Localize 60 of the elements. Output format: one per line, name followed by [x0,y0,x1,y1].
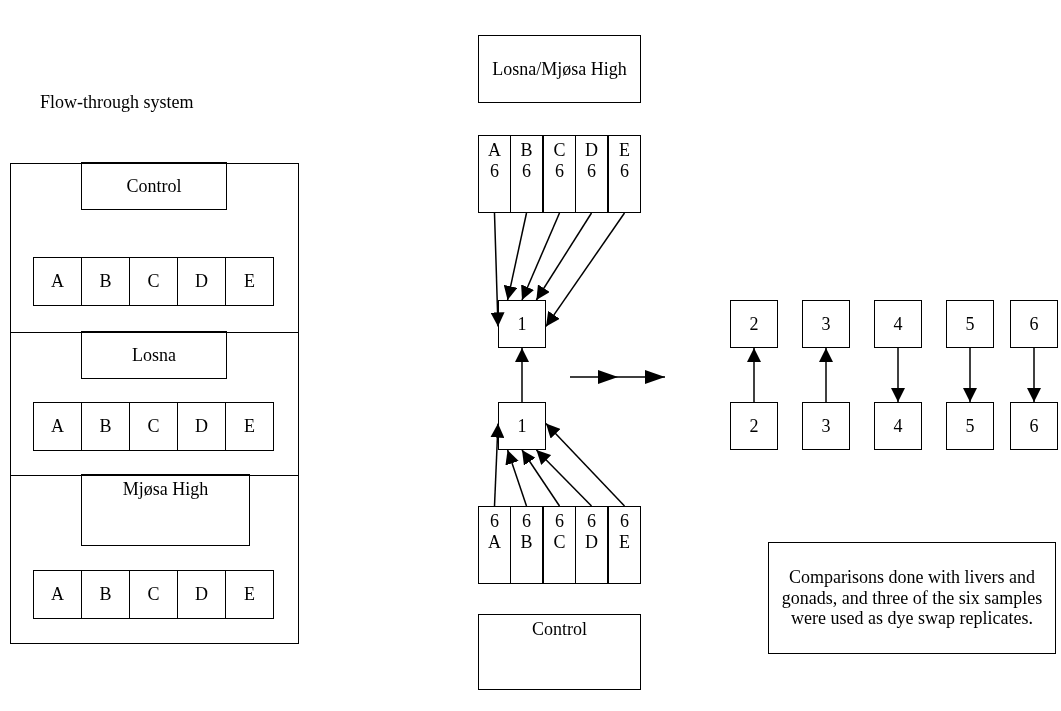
sample-cell: 6 B [510,506,543,584]
sample-cell: C [129,402,178,451]
sample-cell: C [129,257,178,306]
sample-box: 6 [1010,402,1058,450]
arrow [545,212,626,328]
sample-cell: A [33,402,82,451]
arrow [521,212,561,301]
sample-cell: D [177,570,226,619]
sample-cell: E 6 [608,135,641,213]
sample-cell: D [177,257,226,306]
group-box: Mjøsa High [81,474,250,546]
arrow [535,212,593,301]
arrow [963,347,977,403]
sample-cell: B 6 [510,135,543,213]
arrow [490,422,505,507]
sample-cell: C 6 [543,135,576,213]
sample-cell: A 6 [478,135,511,213]
sample-box: 2 [730,402,778,450]
group-box: Control [81,162,227,210]
sample-cell: E [225,257,274,306]
sample-cell: 6 E [608,506,641,584]
sample-cell: E [225,570,274,619]
sample-box: 5 [946,300,994,348]
sample-box: 4 [874,402,922,450]
arrow [535,449,593,507]
pool-box: 1 [498,300,546,348]
sample-box: 2 [730,300,778,348]
sample-box: 5 [946,402,994,450]
pool-box: 1 [498,402,546,450]
sample-cell: D 6 [575,135,608,213]
sample-box: 3 [802,300,850,348]
arrow [747,347,761,403]
arrow [515,347,529,403]
group-box: Losna/Mjøsa High [478,35,641,103]
sample-cell: B [81,570,130,619]
group-box: Losna [81,331,227,379]
arrow [1027,347,1041,403]
sample-cell: B [81,402,130,451]
sample-box: 6 [1010,300,1058,348]
arrow [505,449,528,507]
note-box: Comparisons done with livers and gonads, and three of the six samples were used as dye swap replicates. [768,542,1056,654]
sample-cell: A [33,257,82,306]
sample-cell: C [129,570,178,619]
sample-cell: B [81,257,130,306]
arrow [819,347,833,403]
arrow [521,449,561,507]
sample-cell: 6 D [575,506,608,584]
arrow [490,212,505,328]
group-box: Control [478,614,641,690]
heading-text: Flow-through system [40,92,194,113]
arrow [545,422,626,507]
sample-cell: D [177,402,226,451]
sample-cell: A [33,570,82,619]
sample-box: 3 [802,402,850,450]
sample-cell: 6 C [543,506,576,584]
sample-box: 4 [874,300,922,348]
sample-cell: E [225,402,274,451]
arrow [891,347,905,403]
arrow [503,212,528,301]
sample-cell: 6 A [478,506,511,584]
